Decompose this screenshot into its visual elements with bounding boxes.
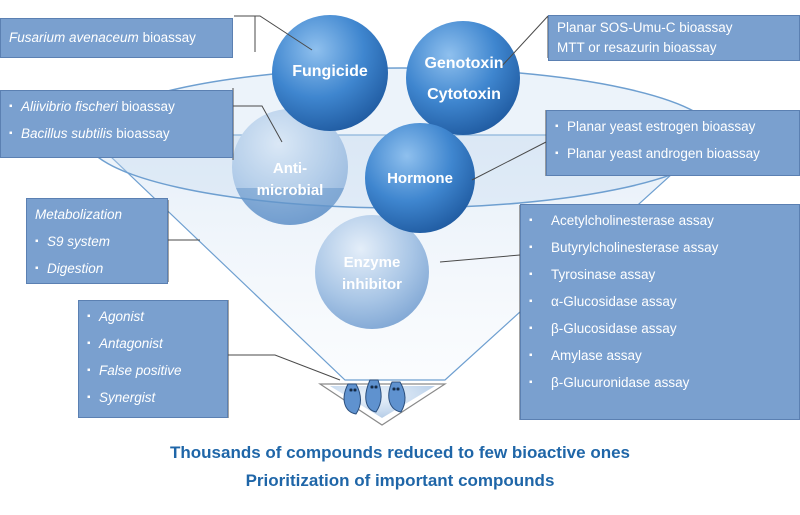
metabolization-item-text: S9 system	[47, 234, 111, 249]
antimicrobial-suffix: bioassay	[112, 126, 170, 141]
bullet-icon: ▪	[529, 350, 533, 361]
bullet-icon: ▪	[87, 392, 91, 403]
metabolization-item: ▪ Digestion	[35, 255, 159, 282]
antimicrobial-circle	[232, 109, 348, 225]
effect-item-text: False positive	[99, 363, 182, 378]
genotoxin-label: Genotoxin	[424, 55, 504, 72]
hormone-label: Hormone	[387, 170, 453, 187]
fusarium-suffix: bioassay	[138, 30, 196, 45]
bullet-icon: ▪	[529, 215, 533, 226]
fungicide-circle	[272, 15, 388, 131]
metabolization-item-text: Digestion	[47, 261, 104, 276]
hormone-item: ▪ Planar yeast estrogen bioassay	[555, 113, 791, 140]
effects-box: ▪ Agonist ▪ Antagonist ▪ False positive ▪ Sy…	[78, 300, 228, 418]
bullet-icon: ▪	[35, 236, 39, 247]
antimicrobial-species: Aliivibrio fischeri	[21, 99, 118, 114]
molecule-figures	[343, 379, 406, 415]
bullet-icon: ▪	[35, 263, 39, 274]
bullet-icon: ▪	[87, 338, 91, 349]
hormone-assays-box: ▪ Planar yeast estrogen bioassay ▪ Plana…	[546, 110, 800, 176]
bullet-icon: ▪	[87, 311, 91, 322]
enzyme-item: ▪ β-Glucuronidase assay	[529, 369, 791, 396]
bullet-icon: ▪	[529, 242, 533, 253]
fungicide-label: Fungicide	[292, 63, 368, 80]
antimicrobial-label: Anti- microbial	[240, 158, 340, 202]
antimicrobial-assays-box: ▪ Aliivibrio fischeri bioassay ▪ Bacillu…	[0, 90, 233, 158]
enzyme-item-text: Butyrylcholinesterase assay	[551, 240, 719, 255]
metabolization-box: Metabolization ▪ S9 system ▪ Digestion	[26, 198, 168, 284]
fusarium-species: Fusarium avenaceum	[9, 30, 139, 45]
genotox-item: MTT or resazurin bioassay	[557, 40, 717, 55]
bullet-icon: ▪	[529, 269, 533, 280]
antimicrobial-suffix: bioassay	[117, 99, 175, 114]
enzyme-item: ▪ Acetylcholinesterase assay	[529, 207, 791, 234]
enzyme-label-line1: Enzyme	[343, 254, 401, 271]
enzyme-assays-box: ▪ Acetylcholinesterase assay ▪ Butyrylchol…	[520, 204, 800, 420]
hormone-item: ▪ Planar yeast androgen bioassay	[555, 140, 791, 167]
antimicrobial-item: ▪ Bacillus subtilis bioassay	[9, 120, 224, 147]
enzyme-item-text: β-Glucuronidase assay	[551, 375, 690, 390]
enzyme-item-text: Amylase assay	[551, 348, 642, 363]
bullet-icon: ▪	[529, 377, 533, 388]
effect-item: ▪ Antagonist	[87, 330, 219, 357]
genotox-item: Planar SOS-Umu-C bioassay	[557, 20, 733, 35]
bullet-icon: ▪	[529, 296, 533, 307]
bullet-icon: ▪	[9, 101, 13, 112]
enzyme-item-text: α-Glucosidase assay	[551, 294, 677, 309]
hormone-item-text: Planar yeast estrogen bioassay	[567, 119, 756, 134]
footer-line-2: Prioritization of important compounds	[245, 471, 555, 490]
hormone-item-text: Planar yeast androgen bioassay	[567, 146, 760, 161]
bullet-icon: ▪	[555, 148, 559, 159]
hormone-circle	[365, 123, 475, 233]
effect-item: ▪ False positive	[87, 357, 219, 384]
bullet-icon: ▪	[529, 323, 533, 334]
genotox-assays-box: Planar SOS-Umu-C bioassay MTT or resazur…	[548, 15, 800, 61]
enzyme-item: ▪ Tyrosinase assay	[529, 261, 791, 288]
cytotoxin-label: Cytotoxin	[427, 86, 501, 103]
antimicrobial-item: ▪ Aliivibrio fischeri bioassay	[9, 93, 224, 120]
bullet-icon: ▪	[87, 365, 91, 376]
effect-item: ▪ Synergist	[87, 384, 219, 411]
enzyme-item: ▪ β-Glucosidase assay	[529, 315, 791, 342]
enzyme-item: ▪ α-Glucosidase assay	[529, 288, 791, 315]
effect-item-text: Agonist	[99, 309, 145, 324]
footer-line-1: Thousands of compounds reduced to few bi…	[170, 443, 630, 462]
enzyme-item: ▪ Butyrylcholinesterase assay	[529, 234, 791, 261]
antimicrobial-label-line1: Anti-	[272, 160, 308, 177]
effect-item: ▪ Agonist	[87, 303, 219, 330]
genotoxin-circle	[406, 21, 520, 135]
effect-item-text: Synergist	[99, 390, 156, 405]
metabolization-title: Metabolization	[35, 207, 123, 222]
metabolization-item: ▪ S9 system	[35, 228, 159, 255]
antimicrobial-species: Bacillus subtilis	[21, 126, 113, 141]
enzyme-item: ▪ Amylase assay	[529, 342, 791, 369]
bullet-icon: ▪	[9, 128, 13, 139]
enzyme-label: Enzyme inhibitor	[322, 252, 422, 296]
antimicrobial-label-line2: microbial	[256, 182, 324, 199]
enzyme-item-text: β-Glucosidase assay	[551, 321, 677, 336]
enzyme-circle	[315, 215, 429, 329]
effect-item-text: Antagonist	[99, 336, 163, 351]
enzyme-item-text: Acetylcholinesterase assay	[551, 213, 714, 228]
enzyme-item-text: Tyrosinase assay	[551, 267, 656, 282]
fusarium-bioassay-box: Fusarium avenaceum bioassay	[0, 18, 233, 58]
bullet-icon: ▪	[555, 121, 559, 132]
enzyme-label-line2: inhibitor	[342, 276, 402, 293]
